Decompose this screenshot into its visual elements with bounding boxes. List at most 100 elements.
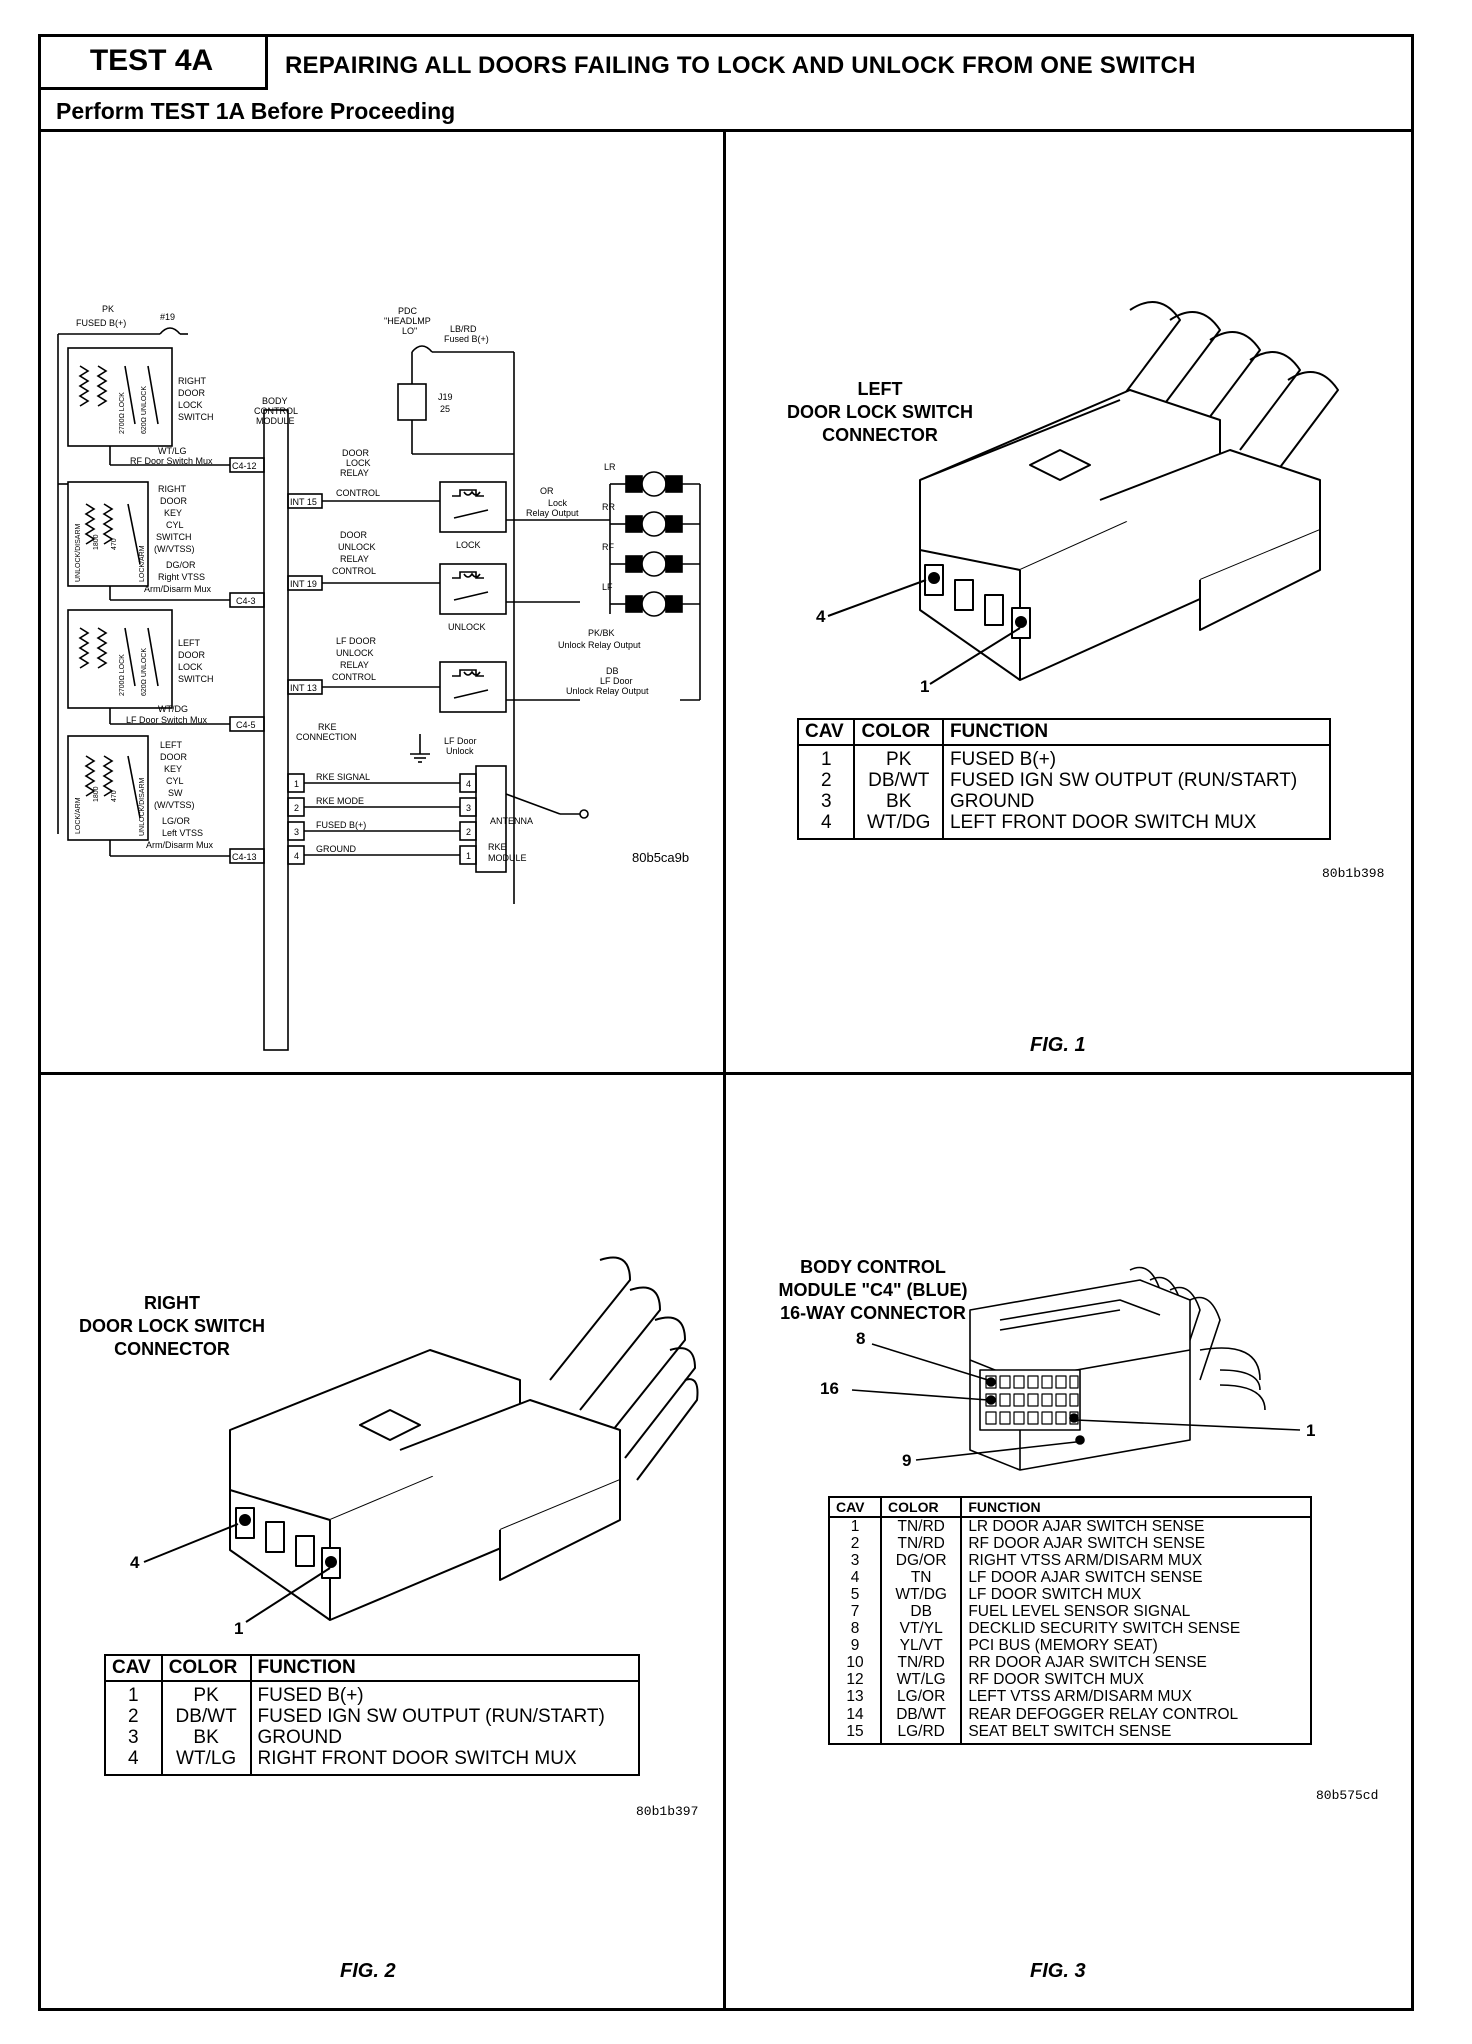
schem-label: 3 — [466, 803, 471, 813]
schem-label: #19 — [160, 312, 175, 322]
schem-label: LEFT — [178, 638, 201, 648]
fig1-id: 80b1b398 — [1322, 866, 1385, 881]
schem-label: RKE — [488, 842, 507, 852]
table-cell: 10 — [829, 1654, 883, 1672]
schem-label: 1800 — [93, 534, 100, 550]
schem-label: UNLOCK/DISARM — [139, 777, 146, 836]
schem-label: SWITCH — [178, 674, 214, 684]
table-cell: 5 — [829, 1586, 883, 1604]
table-cell: PK — [854, 745, 944, 771]
schem-label: UNLOCK/DISARM — [75, 523, 82, 582]
table-cell: 4 — [105, 1748, 163, 1775]
table-cell: FUEL LEVEL SENSOR SIGNAL — [968, 1603, 1191, 1621]
table-cell: LF DOOR AJAR SWITCH SENSE — [968, 1569, 1203, 1587]
table-cell: RIGHT VTSS ARM/DISARM MUX — [968, 1552, 1203, 1570]
table-cell: DB/WT — [161, 1706, 252, 1728]
fig1-callout: 1 — [920, 677, 929, 696]
table-cell: RR DOOR AJAR SWITCH SENSE — [968, 1654, 1207, 1672]
table-header-cell: FUNCTION — [250, 1655, 639, 1682]
schem-label: DOOR — [178, 388, 206, 398]
table-cell: 1 — [105, 1681, 163, 1707]
table-header-row: CAV COLOR FUNCTION — [829, 1497, 1311, 1518]
schem-label: RKE — [318, 722, 337, 732]
schem-label: DOOR — [178, 650, 206, 660]
schem-label: 1 — [294, 779, 299, 789]
fig3-caption: FIG. 3 — [1030, 1960, 1086, 1982]
schem-label: CYL — [166, 776, 184, 786]
schem-label: MODULE — [488, 853, 527, 863]
schem-label: LOCK/ARM — [75, 797, 82, 834]
table-cell: FUSED B(+) — [257, 1685, 364, 1706]
table-cell: SEAT BELT SWITCH SENSE — [968, 1722, 1172, 1740]
schem-label: MODULE — [256, 416, 295, 426]
schem-label: DOOR — [160, 752, 188, 762]
table-cell: YL/VT — [881, 1637, 963, 1655]
table-cell: FUSED IGN SW OUTPUT (RUN/START) — [257, 1705, 605, 1727]
schem-label: 1 — [466, 851, 471, 861]
schem-label: RELAY — [340, 660, 369, 670]
table-header-cell: CAV — [829, 1497, 883, 1518]
schem-label: RF — [602, 542, 614, 552]
table-cell: DB/WT — [854, 770, 944, 792]
schem-label: WT/DG — [158, 704, 188, 714]
schem-label: J19 — [438, 392, 453, 402]
table-cell: TN/RD — [881, 1517, 963, 1536]
table-header-cell: COLOR — [854, 719, 944, 746]
schem-label: Relay Output — [526, 508, 579, 518]
schem-label: 4 — [466, 779, 471, 789]
schem-label: LB/RD — [450, 324, 477, 334]
table-cell: GROUND — [257, 1726, 342, 1748]
table-cell: 1 — [829, 1517, 883, 1536]
schem-label: LF Door — [600, 676, 633, 686]
schem-label: 620Ω UNLOCK — [141, 648, 148, 696]
table-cell: 4 — [798, 812, 856, 839]
table-cell: WT/LG — [161, 1748, 252, 1775]
schem-label: LEFT — [160, 740, 183, 750]
table-cell: WT/DG — [854, 812, 944, 839]
table-cell: 12 — [829, 1671, 883, 1689]
schem-label: FUSED B(+) — [316, 820, 366, 830]
schem-label: RR — [602, 502, 615, 512]
fig2-id: 80b1b397 — [636, 1804, 699, 1819]
schem-label: SWITCH — [156, 532, 192, 542]
table-cell: 4 — [829, 1569, 883, 1587]
schem-label: LOCK — [456, 540, 481, 550]
table-cell: DB/WT — [881, 1705, 963, 1723]
table-cell: TN/RD — [881, 1535, 963, 1553]
schem-label: LF DOOR — [336, 636, 377, 646]
schem-label: Fused B(+) — [444, 334, 489, 344]
schem-label: "HEADLMP — [384, 316, 431, 326]
fig3-title: BODY CONTROL MODULE "C4" (BLUE) 16-WAY C… — [778, 1257, 968, 1323]
schem-label: 25 — [440, 404, 450, 414]
schem-label: RIGHT — [178, 376, 207, 386]
schem-label: Unlock Relay Output — [558, 640, 641, 650]
schem-label: LR — [604, 462, 616, 472]
schem-label: DOOR — [340, 530, 368, 540]
table-cell: RIGHT FRONT DOOR SWITCH MUX — [257, 1747, 577, 1769]
schem-label: DB — [606, 666, 619, 676]
schem-label: RIGHT — [158, 484, 187, 494]
table-cell: VT/YL — [881, 1620, 963, 1638]
schem-label: Right VTSS — [158, 572, 205, 582]
schem-label: Arm/Disarm Mux — [144, 584, 211, 594]
page-frame — [38, 34, 1414, 2011]
schem-label: RELAY — [340, 554, 369, 564]
table-cell: RF DOOR SWITCH MUX — [968, 1671, 1144, 1689]
table-cell: DB — [881, 1603, 963, 1621]
grid-vertical-divider — [723, 132, 726, 2011]
schem-label: LOCK — [178, 662, 203, 672]
schem-label: C4-13 — [232, 852, 257, 862]
schem-label: DOOR — [160, 496, 188, 506]
schem-label: BODY — [262, 396, 288, 406]
schem-label: 3 — [294, 827, 299, 837]
table-cell: 2 — [829, 1535, 883, 1553]
schem-label: DG/OR — [166, 560, 196, 570]
